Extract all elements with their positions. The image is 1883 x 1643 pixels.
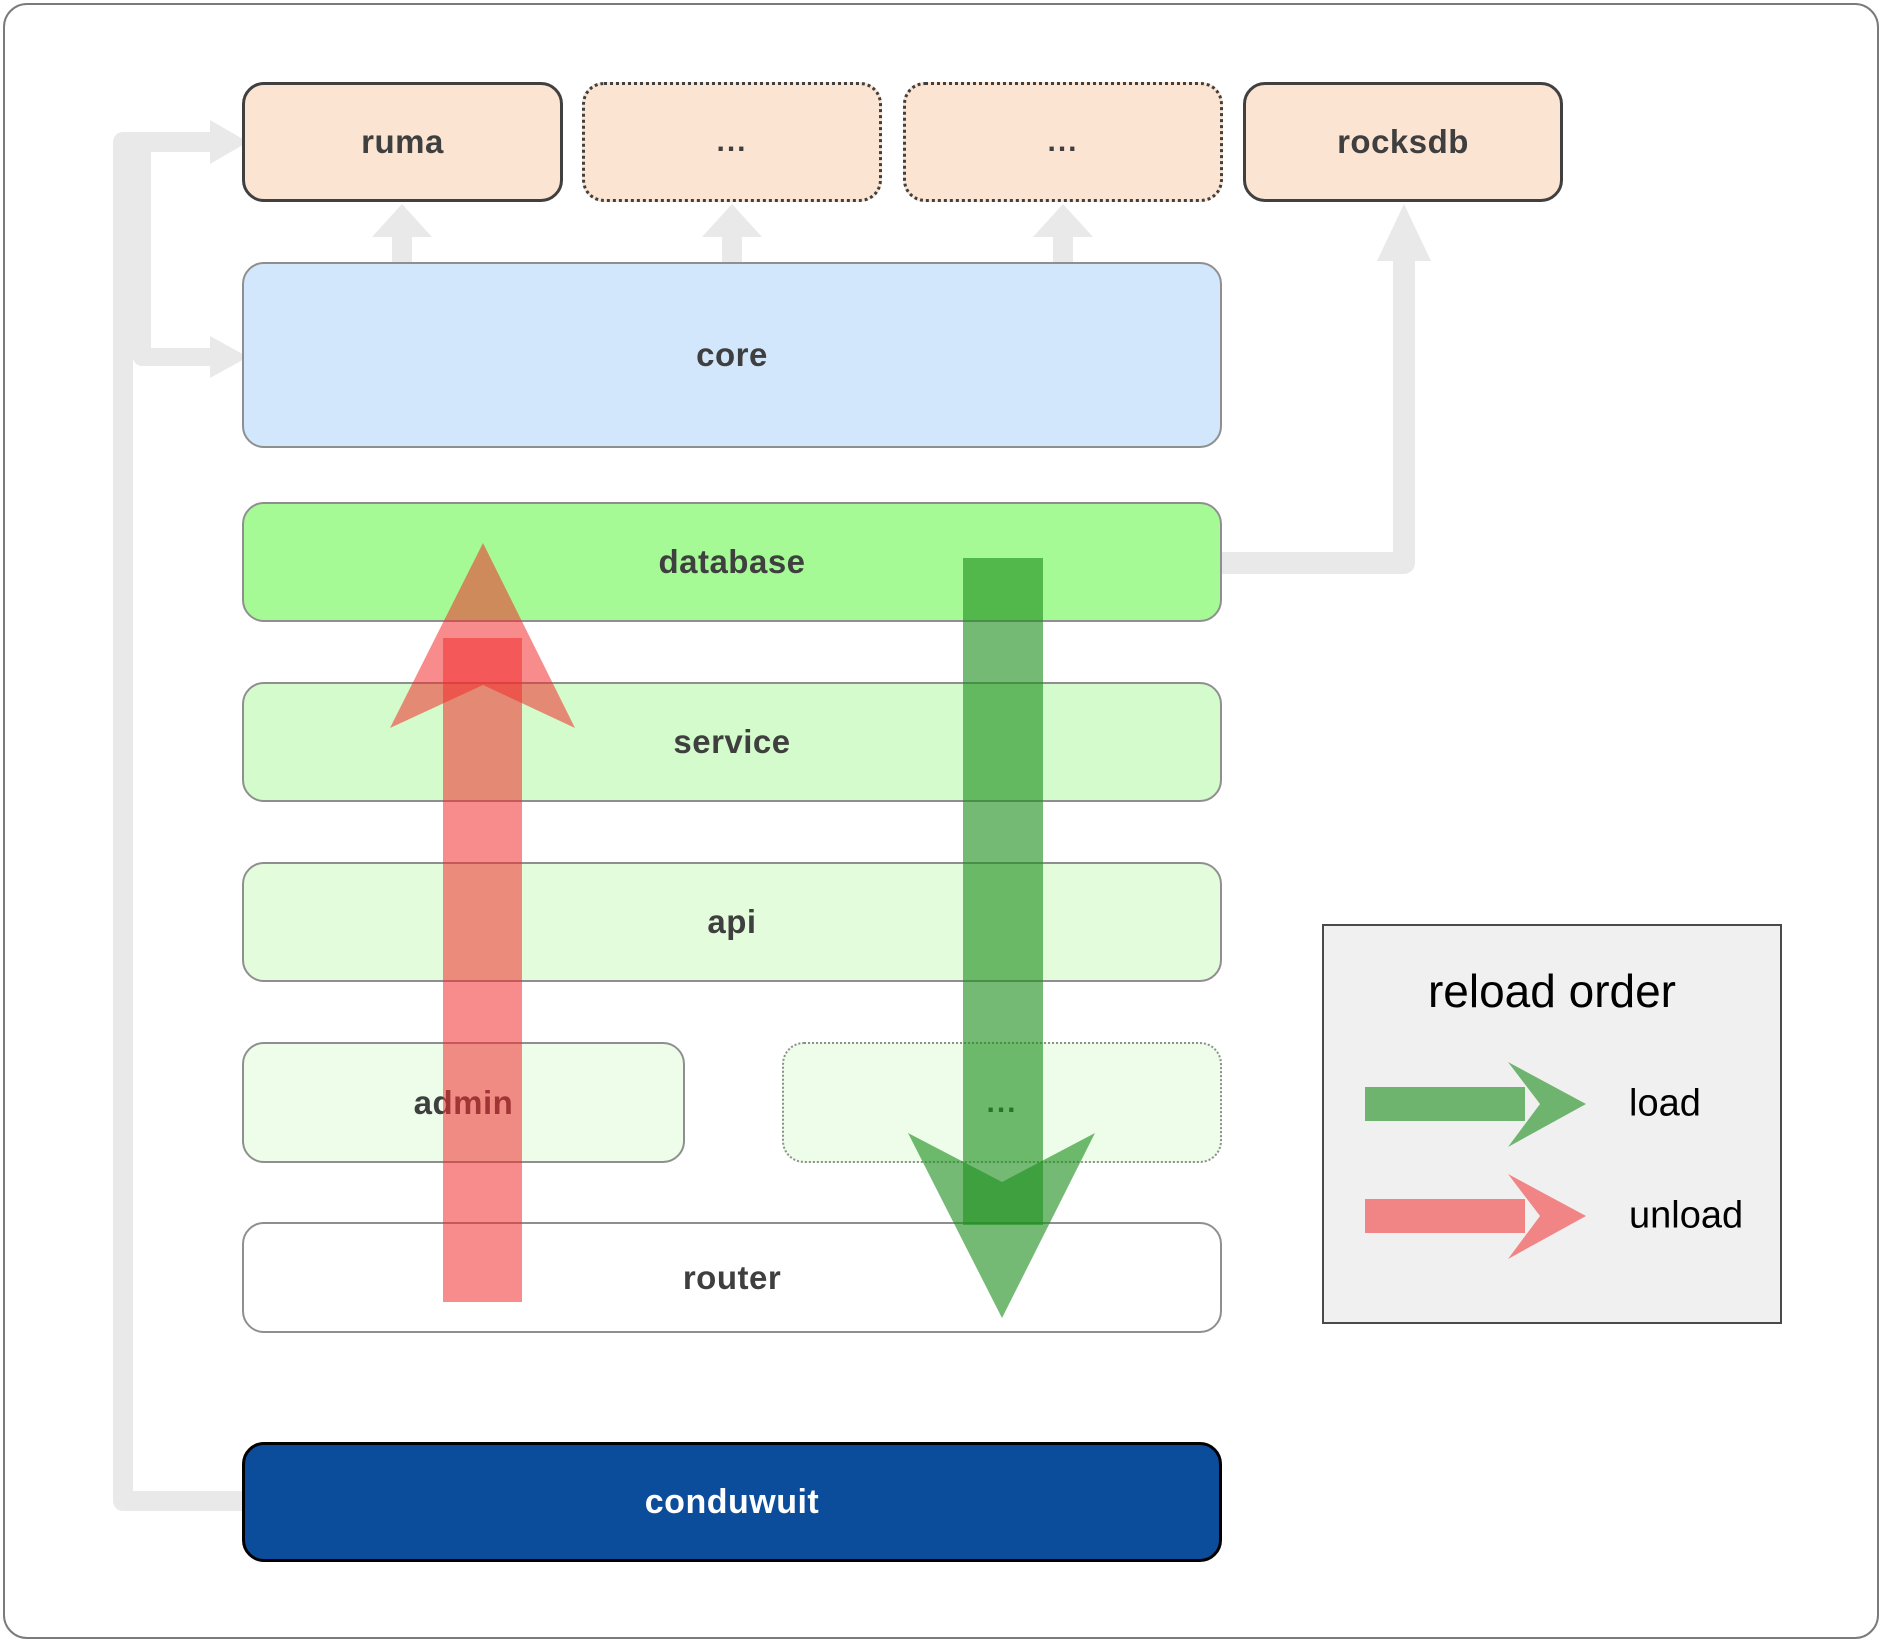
edge-conduwuit-ruma-line [113,132,242,1511]
legend: reload order load unload [1322,924,1782,1324]
edge-database-rocksdb-arrowhead-icon [1377,204,1431,261]
edge-conduwuit-to-core [133,150,248,378]
legend-label-unload: unload [1629,1194,1744,1237]
node-admin-label: admin [413,1083,514,1121]
edge-core-to-dots-2 [1033,204,1093,262]
node-dots-top-1-label: ... [716,125,748,158]
node-service-label: service [673,723,791,760]
legend-unload-arrow-icon [1365,1174,1586,1259]
node-dots-top-2-label: ... [1047,125,1079,158]
node-dots-top-2: ... [903,82,1223,202]
node-conduwuit: conduwuit [242,1442,1222,1562]
legend-title: reload order [1427,965,1677,1017]
edge-core-to-dots-1 [702,204,762,262]
node-admin: admin [242,1042,685,1163]
edge-conduwuit-ruma-arrowhead-icon [210,120,248,164]
node-rocksdb-label: rocksdb [1337,123,1469,160]
node-ruma: ruma [242,82,563,202]
legend-label-load: load [1629,1082,1701,1125]
edge-database-to-rocksdb [1222,204,1431,574]
node-api: api [242,862,1222,982]
edge-conduwuit-to-ruma [113,120,248,1511]
node-conduwuit-label: conduwuit [644,1482,820,1521]
legend-arrows [1365,1062,1586,1259]
node-dots-mid: ... [782,1042,1222,1163]
edge-core-ruma-arrowhead-icon [372,204,432,237]
node-rocksdb: rocksdb [1243,82,1563,202]
node-api-label: api [707,903,757,940]
node-core-label: core [696,336,768,373]
edge-conduwuit-core-arrowhead-icon [210,336,248,378]
node-dots-top-1: ... [582,82,882,202]
edge-database-rocksdb-line [1222,260,1415,574]
node-router: router [242,1222,1222,1333]
edge-conduwuit-core-line [133,150,210,366]
edge-core-dots1-arrowhead-icon [702,204,762,237]
node-ruma-label: ruma [361,123,444,160]
legend-load-arrow-icon [1365,1062,1586,1147]
node-router-label: router [682,1258,782,1296]
node-database-label: database [658,543,806,580]
edge-core-dots2-arrowhead-icon [1033,204,1093,237]
edge-core-to-ruma [372,204,432,262]
node-database: database [242,502,1222,622]
node-dots-mid-label: ... [986,1085,1018,1119]
node-core: core [242,262,1222,448]
node-service: service [242,682,1222,802]
